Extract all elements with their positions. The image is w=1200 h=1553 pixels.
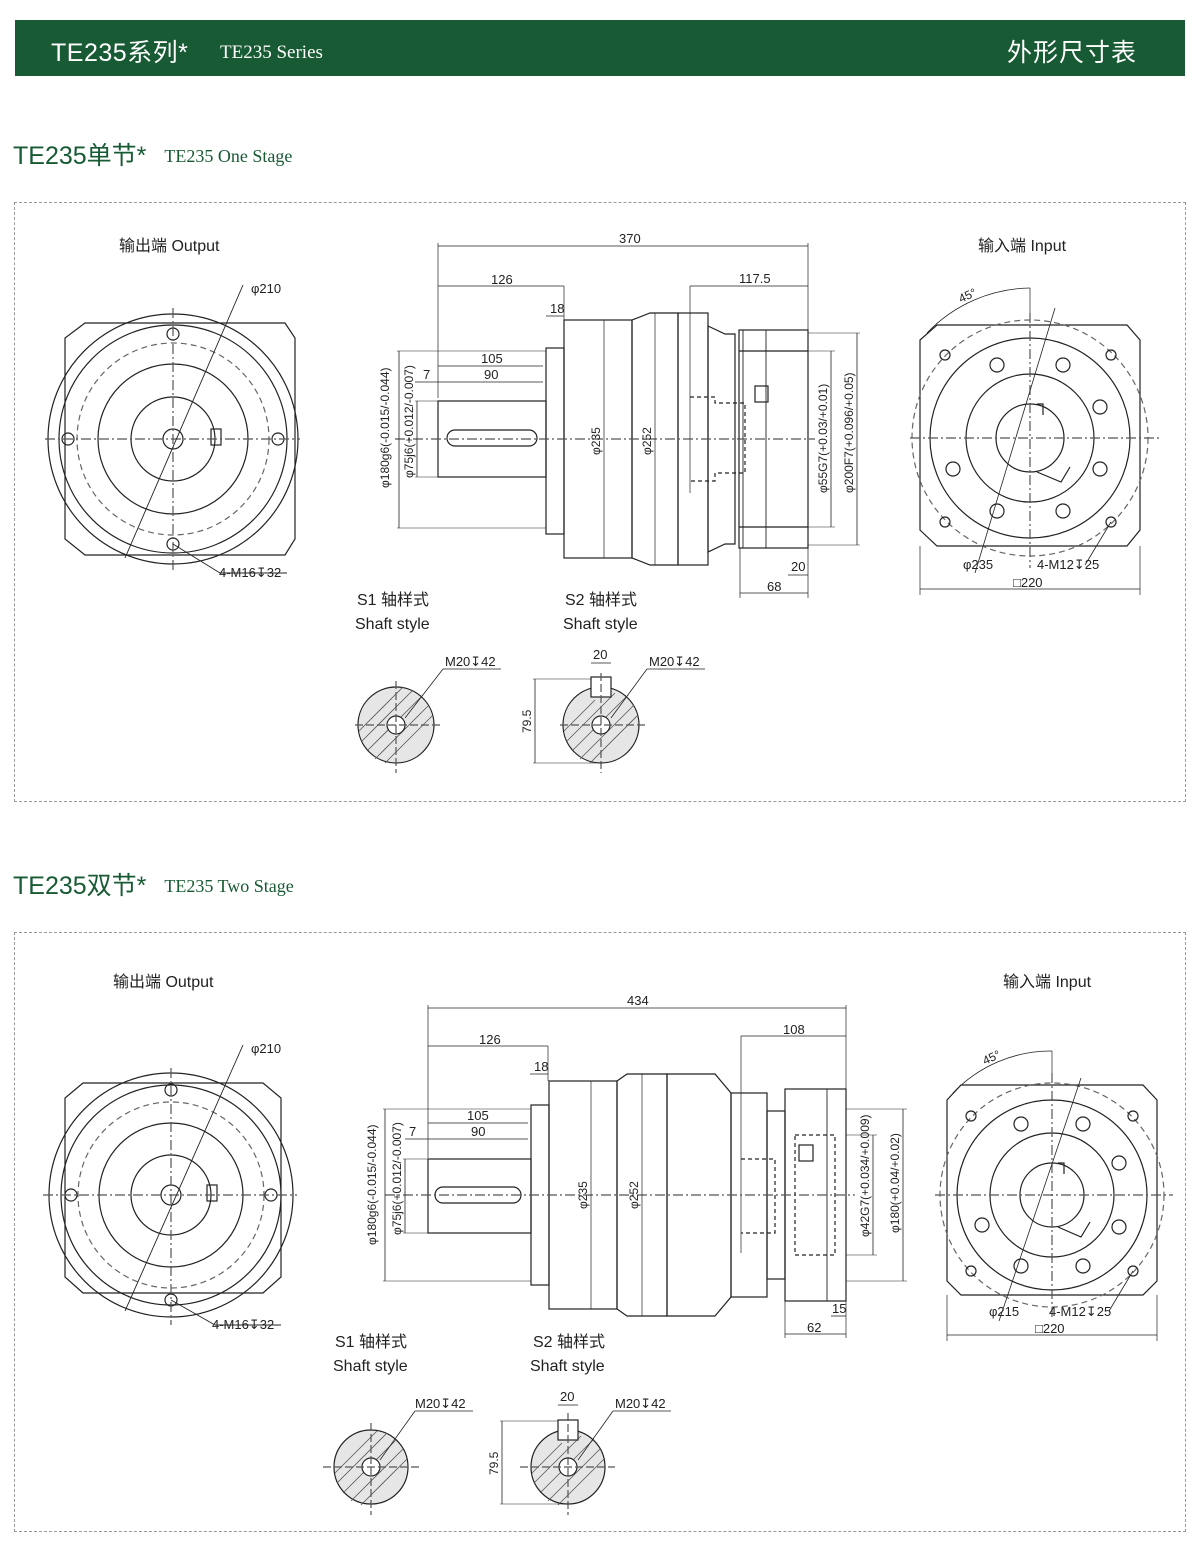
s1-thread: M20↧42 <box>445 654 496 669</box>
dim-total: 434 <box>627 993 649 1008</box>
dim-total: 370 <box>619 231 641 246</box>
s2-thread: M20↧42 <box>649 654 700 669</box>
dim-body-252: φ252 <box>640 427 654 455</box>
s2-label-cn: S2 轴样式 <box>565 591 637 609</box>
s1-thread: M20↧42 <box>415 1396 466 1411</box>
input-bolt-spec: 4-M12↧25 <box>1049 1304 1111 1319</box>
dim-input-flange: 20 <box>791 559 805 574</box>
input-bolt-spec: 4-M12↧25 <box>1037 557 1099 572</box>
section-title-cn: TE235双节* <box>13 872 147 900</box>
dim-key-length: 90 <box>484 367 498 382</box>
input-square: □220 <box>1013 575 1043 590</box>
dim-input-depth: 62 <box>807 1320 821 1335</box>
input-angle: 45° <box>980 1047 1003 1067</box>
shaft-styles: S1 轴样式 Shaft style S2 轴样式 Shaft style M2… <box>323 1333 671 1515</box>
output-label: 输出端 Output <box>113 973 214 991</box>
s2-label-en: Shaft style <box>563 616 638 633</box>
input-view: 输入端 Input 45° φ215 4-M12↧25 <box>935 973 1173 1341</box>
dim-spigot-diameter: φ180g6(-0.015/-0.044) <box>365 1124 379 1245</box>
dim-shaft-offset: 7 <box>423 367 430 382</box>
header-banner: TE235系列* TE235 Series 外形尺寸表 <box>15 20 1185 76</box>
output-view: 输出端 Output φ210 4-M16↧32 <box>43 973 297 1332</box>
s1-label-en: Shaft style <box>333 1358 408 1375</box>
dim-shaft-offset: 7 <box>409 1124 416 1139</box>
input-square: □220 <box>1035 1321 1065 1336</box>
s1-label-cn: S1 轴样式 <box>335 1333 407 1351</box>
series-title-cn: TE235系列* <box>51 39 189 67</box>
input-label: 输入端 Input <box>978 237 1067 255</box>
dim-body-235: φ235 <box>576 1181 590 1209</box>
dim-shaft-diameter: φ75j6(+0.012/-0.007) <box>390 1122 404 1235</box>
drawing-one-stage: 输出端 Output φ210 4-M16↧32 370 <box>45 231 1160 773</box>
section-title-one-stage: TE235单节* TE235 One Stage <box>13 136 292 172</box>
s2-key-height: 79.5 <box>520 709 534 733</box>
dim-motor-spigot: φ200F7(+0.096/+0.05) <box>842 372 856 493</box>
side-view: 370 126 18 117.5 105 90 7 <box>378 231 860 598</box>
dim-shaft-diameter: φ75j6(+0.012/-0.007) <box>402 365 416 478</box>
drawing-panel-one-stage: 输出端 Output φ210 4-M16↧32 370 <box>14 202 1186 802</box>
output-view: 输出端 Output φ210 4-M16↧32 <box>45 237 300 580</box>
dim-flange-thickness: 18 <box>534 1059 548 1074</box>
dim-body-252: φ252 <box>627 1181 641 1209</box>
dim-input-flange: 15 <box>832 1301 846 1316</box>
section-title-cn: TE235单节* <box>13 142 147 170</box>
dim-flange-length: 126 <box>479 1032 501 1047</box>
dim-key-length: 90 <box>471 1124 485 1139</box>
input-angle: 45° <box>956 285 979 305</box>
output-diameter: φ210 <box>251 1041 281 1056</box>
input-view: 输入端 Input 45° φ235 4-M12↧25 <box>910 237 1160 595</box>
dim-shaft-length: 105 <box>467 1108 489 1123</box>
dim-motor-spigot: φ180(+0.04/+0.02) <box>888 1133 902 1233</box>
s2-key-width: 20 <box>593 647 607 662</box>
input-pcd: φ215 <box>989 1304 1019 1319</box>
drawing-panel-two-stage: 输出端 Output φ210 4-M16↧32 434 <box>14 932 1186 1532</box>
dim-input-length: 117.5 <box>739 271 771 286</box>
s2-key-width: 20 <box>560 1389 574 1404</box>
section-title-two-stage: TE235双节* TE235 Two Stage <box>13 866 294 902</box>
s2-label-en: Shaft style <box>530 1358 605 1375</box>
input-pcd: φ235 <box>963 557 993 572</box>
s1-label-en: Shaft style <box>355 616 430 633</box>
dim-shaft-length: 105 <box>481 351 503 366</box>
s2-key-height: 79.5 <box>487 1451 501 1475</box>
drawing-two-stage: 输出端 Output φ210 4-M16↧32 434 <box>43 973 1173 1515</box>
dim-input-depth: 68 <box>767 579 781 594</box>
output-bolt-spec: 4-M16↧32 <box>212 1317 274 1332</box>
s2-thread: M20↧42 <box>615 1396 666 1411</box>
dim-input-length: 108 <box>783 1022 805 1037</box>
output-label: 输出端 Output <box>119 237 220 255</box>
shaft-styles: S1 轴样式 Shaft style S2 轴样式 Shaft style M2… <box>355 591 705 773</box>
dim-flange-thickness: 18 <box>550 301 564 316</box>
s1-label-cn: S1 轴样式 <box>357 591 429 609</box>
dim-spigot-diameter: φ180g6(-0.015/-0.044) <box>378 367 392 488</box>
output-bolt-spec: 4-M16↧32 <box>219 565 281 580</box>
dim-flange-length: 126 <box>491 272 513 287</box>
s2-label-cn: S2 轴样式 <box>533 1333 605 1351</box>
page-title: 外形尺寸表 <box>1006 39 1137 67</box>
section-title-en: TE235 One Stage <box>164 146 293 166</box>
series-title-en: TE235 Series <box>220 42 323 63</box>
dim-motor-shaft: φ42G7(+0.034/+0.009) <box>858 1114 872 1237</box>
section-title-en: TE235 Two Stage <box>164 876 294 896</box>
output-diameter: φ210 <box>251 281 281 296</box>
input-label: 输入端 Input <box>1003 973 1092 991</box>
dim-motor-shaft: φ55G7(+0.03/+0.01) <box>816 384 830 493</box>
dim-body-235: φ235 <box>589 427 603 455</box>
side-view: 434 126 18 108 105 90 7 <box>365 993 907 1338</box>
